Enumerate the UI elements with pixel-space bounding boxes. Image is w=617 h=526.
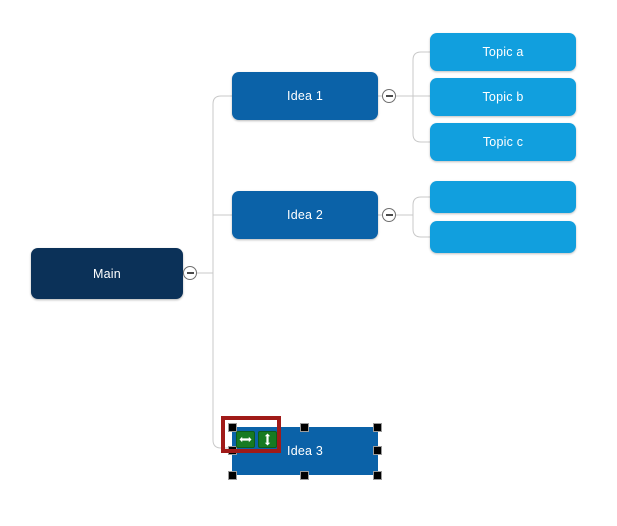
handle-bottom-right[interactable] [373, 471, 382, 480]
node-idea-1-label: Idea 1 [287, 89, 323, 103]
collapse-toggle-idea-1[interactable] [382, 89, 396, 103]
node-topic-a-label: Topic a [482, 45, 524, 59]
node-topic-b-label: Topic b [482, 90, 524, 104]
minus-icon [385, 95, 393, 97]
connector-trunk-to-idea1 [212, 95, 232, 273]
minus-icon [186, 272, 194, 274]
handle-middle-right[interactable] [373, 446, 382, 455]
connector-idea2-to-child2 [412, 215, 430, 238]
node-topic-c-label: Topic c [482, 135, 524, 149]
node-topic-b[interactable]: Topic b [430, 78, 576, 116]
handle-top-left[interactable] [228, 423, 237, 432]
node-idea-3-label: Idea 3 [287, 444, 323, 458]
connector-trunk-to-idea2 [212, 214, 232, 273]
connector-trunk-to-idea3 [212, 273, 232, 449]
horizontal-double-arrow-icon [239, 436, 252, 443]
node-idea2-child-1[interactable] [430, 181, 576, 213]
node-idea-2[interactable]: Idea 2 [232, 191, 378, 239]
node-idea2-child-2[interactable] [430, 221, 576, 253]
handle-top-right[interactable] [373, 423, 382, 432]
resize-width-button[interactable] [236, 431, 255, 448]
handle-bottom-left[interactable] [228, 471, 237, 480]
node-idea-2-label: Idea 2 [287, 208, 323, 222]
connector-idea2-to-child1 [412, 196, 430, 215]
node-main-label: Main [93, 266, 121, 281]
connector-idea1-to-topic-a [412, 51, 430, 96]
connector-idea1-to-topic-c [412, 96, 430, 143]
minus-icon [385, 214, 393, 216]
resize-height-button[interactable] [258, 431, 277, 448]
collapse-toggle-idea-2[interactable] [382, 208, 396, 222]
handle-bottom-center[interactable] [300, 471, 309, 480]
vertical-double-arrow-icon [264, 433, 271, 446]
node-main[interactable]: Main [31, 248, 183, 299]
node-topic-c[interactable]: Topic c [430, 123, 576, 161]
node-topic-a[interactable]: Topic a [430, 33, 576, 71]
handle-top-center[interactable] [300, 423, 309, 432]
collapse-toggle-main[interactable] [183, 266, 197, 280]
node-idea-1[interactable]: Idea 1 [232, 72, 378, 120]
